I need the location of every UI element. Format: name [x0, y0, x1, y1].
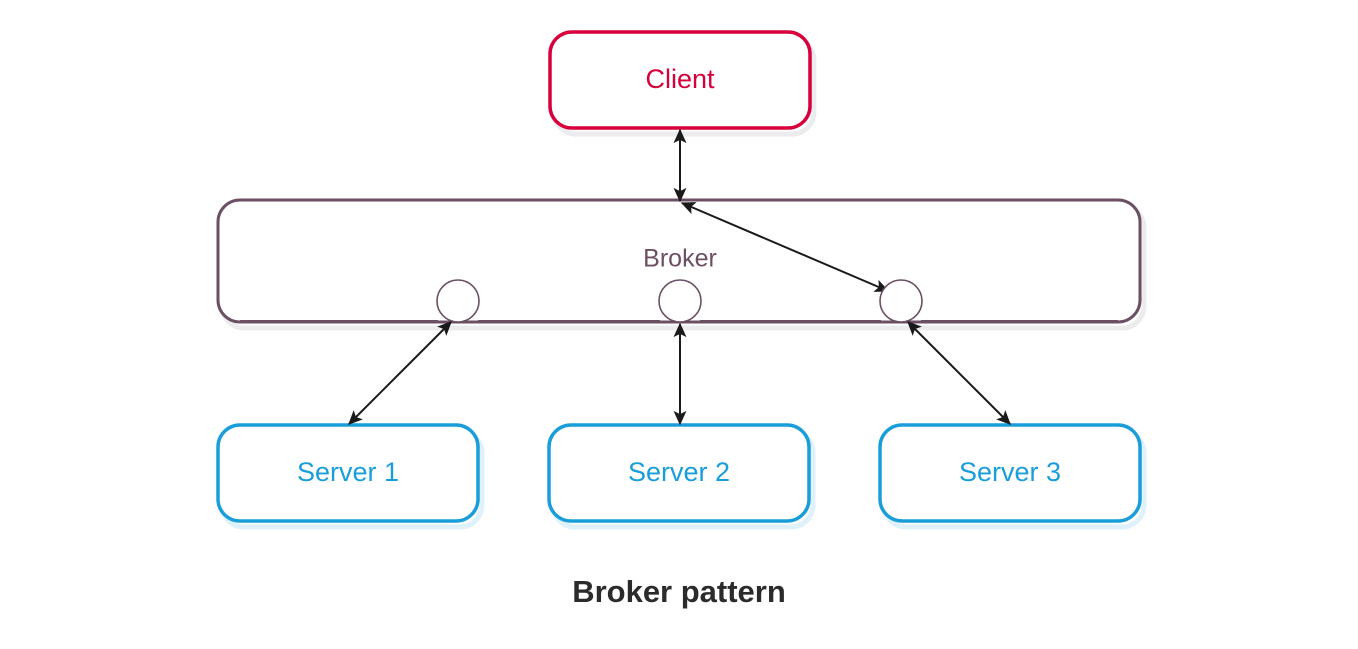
client-box[interactable] [548, 30, 812, 130]
server-1-box[interactable] [216, 423, 480, 523]
client-node[interactable]: Client [548, 30, 812, 130]
port-middle-icon[interactable] [658, 279, 702, 323]
server-1-node[interactable]: Server 1 [216, 423, 480, 523]
server-2-label: Server 2 [628, 457, 730, 487]
broker-port-right-link [680, 202, 890, 292]
client-label: Client [645, 64, 715, 94]
broker-label: Broker [643, 245, 717, 273]
server-2-node[interactable]: Server 2 [547, 423, 811, 523]
port-right-server3-link [907, 321, 1011, 425]
connections [348, 128, 1011, 426]
port-left-icon[interactable] [436, 279, 480, 323]
server-3-box[interactable] [878, 423, 1142, 523]
server-3-node[interactable]: Server 3 [878, 423, 1142, 523]
port-right-icon[interactable] [879, 279, 923, 323]
port-left-server1-link [348, 321, 452, 425]
server-1-label: Server 1 [297, 457, 399, 487]
diagram-caption: Broker pattern [572, 574, 786, 609]
broker-ports [436, 279, 923, 323]
server-3-label: Server 3 [959, 457, 1061, 487]
